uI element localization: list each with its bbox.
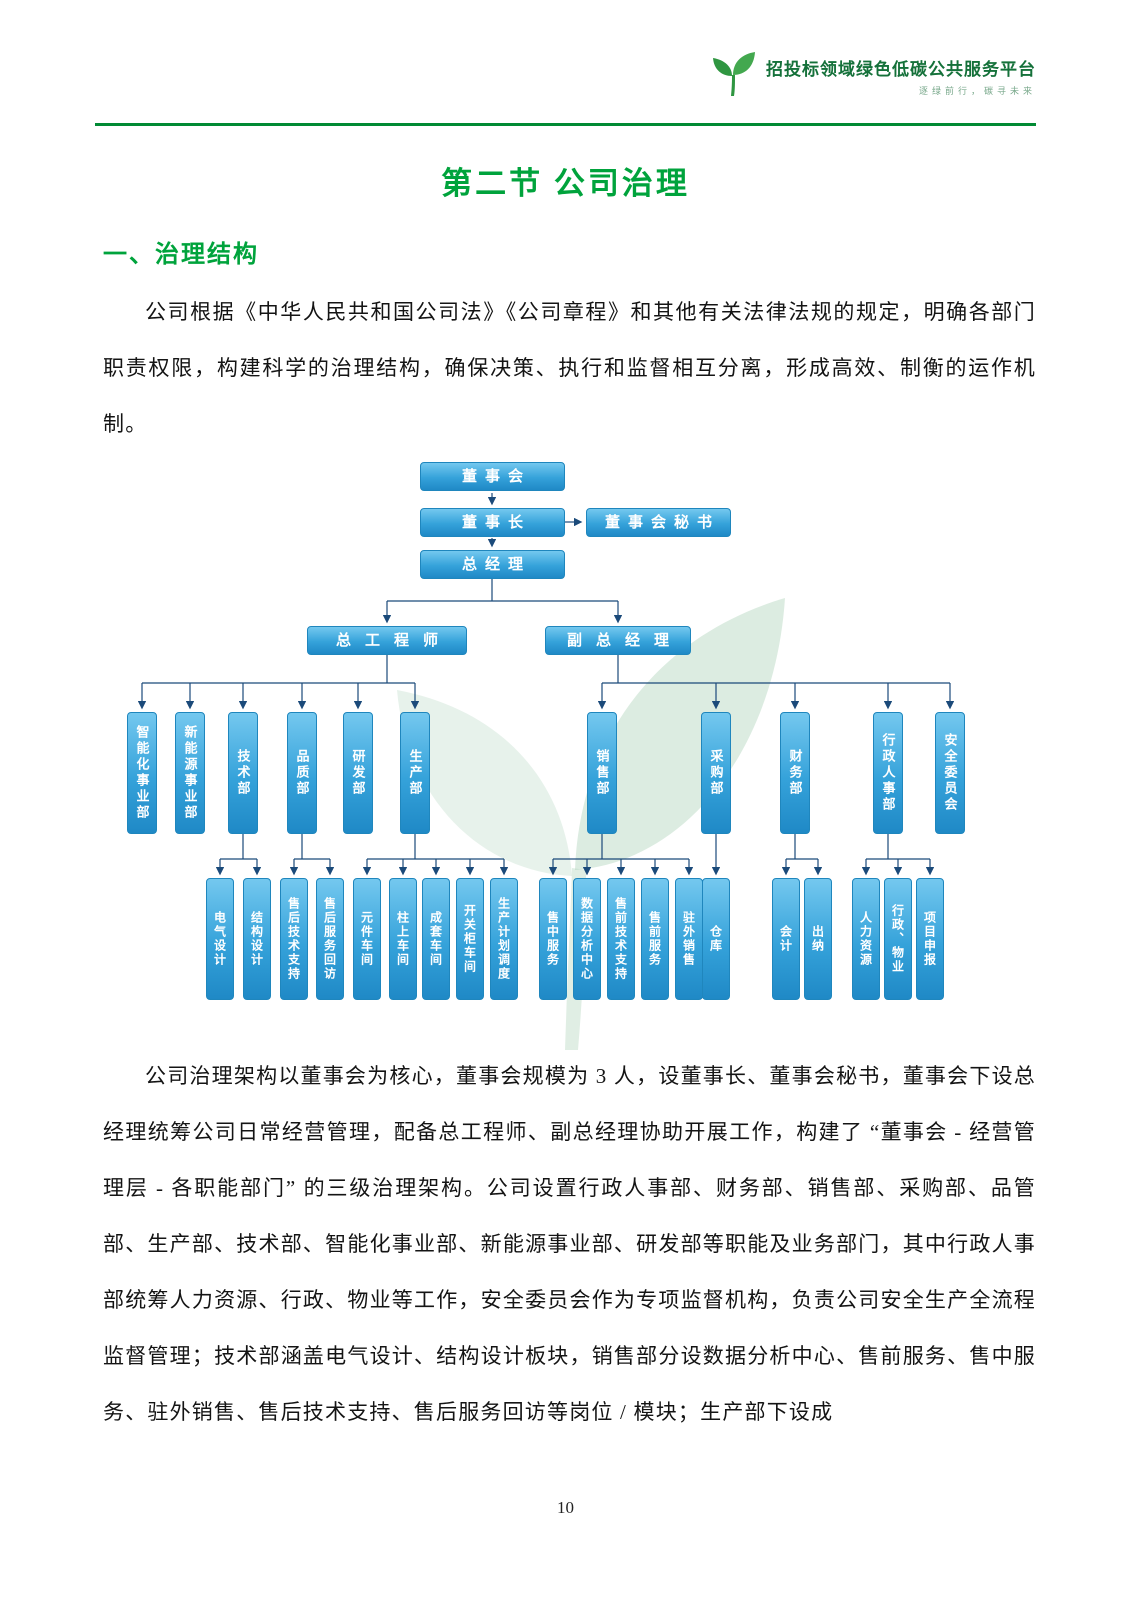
org-dept-safety-committee: 安全委员会 [935, 712, 965, 834]
platform-logo-icon [710, 50, 756, 101]
org-unit-aftersales-followup: 售后服务回访 [316, 878, 344, 1000]
org-dept-intelligent-division: 智能化事业部 [127, 712, 157, 834]
org-dept-production: 生产部 [400, 712, 430, 834]
header-divider-rule [95, 123, 1036, 126]
org-dept-sales: 销售部 [587, 712, 617, 834]
org-unit-midsales-service: 售中服务 [539, 878, 567, 1000]
org-dept-admin-hr: 行政人事部 [873, 712, 903, 834]
platform-slogan: 逐绿前行，碳寻未来 [918, 85, 1036, 96]
paragraph-governance-structure: 公司治理架构以董事会为核心，董事会规模为 3 人，设董事长、董事会秘书，董事会下… [103, 1064, 1036, 1424]
paragraph-governance-basis: 公司根据《中华人民共和国公司法》《公司章程》和其他有关法律法规的规定，明确各部门… [103, 300, 1036, 436]
org-unit-accounting: 会计 [772, 878, 800, 1000]
platform-name: 招投标领域绿色低碳公共服务平台 [766, 59, 1036, 79]
page-title: 第二节 公司治理 [441, 166, 690, 201]
org-node-chairman: 董事长 [420, 508, 565, 537]
section-heading: 一、治理结构 [103, 242, 259, 268]
org-dept-quality: 品质部 [287, 712, 317, 834]
org-unit-cashier: 出纳 [804, 878, 832, 1000]
org-unit-production-scheduling: 生产计划调度 [490, 878, 518, 1000]
org-node-board: 董事会 [420, 462, 565, 491]
org-unit-structural-design: 结构设计 [243, 878, 271, 1000]
org-dept-rnd: 研发部 [343, 712, 373, 834]
org-node-board-secretary: 董事会秘书 [586, 508, 731, 537]
org-unit-presales-service: 售前服务 [641, 878, 669, 1000]
org-unit-data-analysis-center: 数据分析中心 [573, 878, 601, 1000]
org-unit-switchgear-workshop: 开关柜车间 [456, 878, 484, 1000]
page-number: 10 [557, 1498, 574, 1517]
header-text-block: 招投标领域绿色低碳公共服务平台 逐绿前行，碳寻未来 [766, 55, 1036, 97]
org-unit-admin-property: 行政、物业 [884, 878, 912, 1000]
org-unit-presales-tech-support: 售前技术支持 [607, 878, 635, 1000]
org-chart-connectors [137, 493, 955, 876]
org-chart: 董事会 董事长 董事会秘书 总经理 总工程师 副总经理 智能化事业部 新能源事业… [95, 455, 1045, 1055]
org-dept-finance: 财务部 [780, 712, 810, 834]
org-unit-assembly-workshop: 成套车间 [422, 878, 450, 1000]
org-unit-aftersales-tech-support: 售后技术支持 [280, 878, 308, 1000]
org-dept-technology: 技术部 [228, 712, 258, 834]
org-unit-field-sales: 驻外销售 [675, 878, 703, 1000]
org-unit-component-workshop: 元件车间 [353, 878, 381, 1000]
org-node-general-manager: 总经理 [420, 550, 565, 579]
org-dept-new-energy-division: 新能源事业部 [175, 712, 205, 834]
org-unit-warehouse: 仓库 [702, 878, 730, 1000]
org-node-chief-engineer: 总工程师 [307, 626, 467, 655]
org-dept-purchasing: 采购部 [701, 712, 731, 834]
org-unit-human-resources: 人力资源 [852, 878, 880, 1000]
org-node-deputy-gm: 副总经理 [545, 626, 691, 655]
page-header: 招投标领域绿色低碳公共服务平台 逐绿前行，碳寻未来 [710, 50, 1036, 101]
org-unit-project-application: 项目申报 [916, 878, 944, 1000]
org-unit-pole-workshop: 柱上车间 [389, 878, 417, 1000]
org-unit-electrical-design: 电气设计 [206, 878, 234, 1000]
